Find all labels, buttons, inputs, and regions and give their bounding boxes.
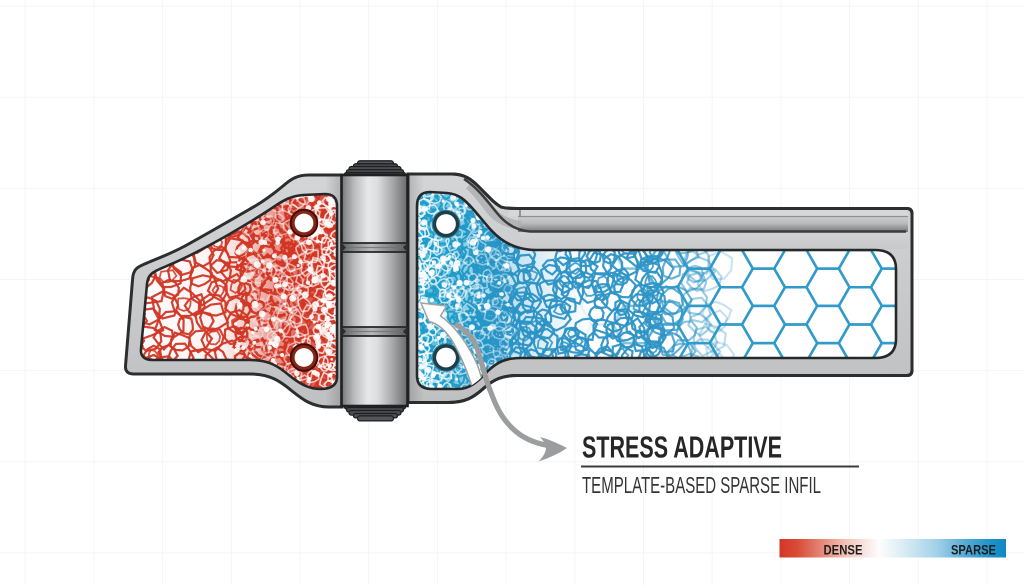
svg-text:DENSE: DENSE: [824, 541, 863, 557]
svg-text:SPARSE: SPARSE: [951, 541, 996, 557]
svg-text:STRESS ADAPTIVE: STRESS ADAPTIVE: [582, 430, 782, 464]
svg-text:TEMPLATE-BASED SPARSE INFIL: TEMPLATE-BASED SPARSE INFIL: [582, 472, 821, 498]
